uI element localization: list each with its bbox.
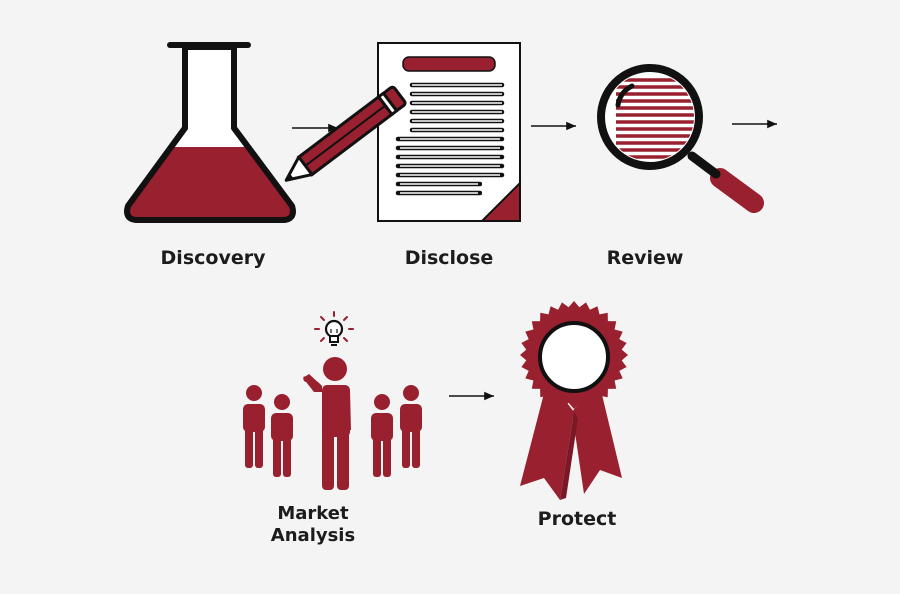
magnifying-glass-icon xyxy=(597,64,764,213)
lightbulb-icon xyxy=(314,311,354,346)
protect-label: Protect xyxy=(537,508,617,530)
disclose-label: Disclose xyxy=(404,247,494,269)
document-pencil-icon xyxy=(284,42,521,222)
flask-icon xyxy=(124,42,296,223)
discovery-label: Discovery xyxy=(160,247,266,269)
people-lightbulb-icon xyxy=(243,311,422,490)
award-ribbon-icon xyxy=(520,301,628,500)
market-analysis-label-line1: Market xyxy=(277,503,349,524)
market-analysis-label-line2: Analysis xyxy=(270,525,356,546)
review-label: Review xyxy=(606,247,684,269)
market-analysis-label: Market Analysis xyxy=(253,503,373,547)
